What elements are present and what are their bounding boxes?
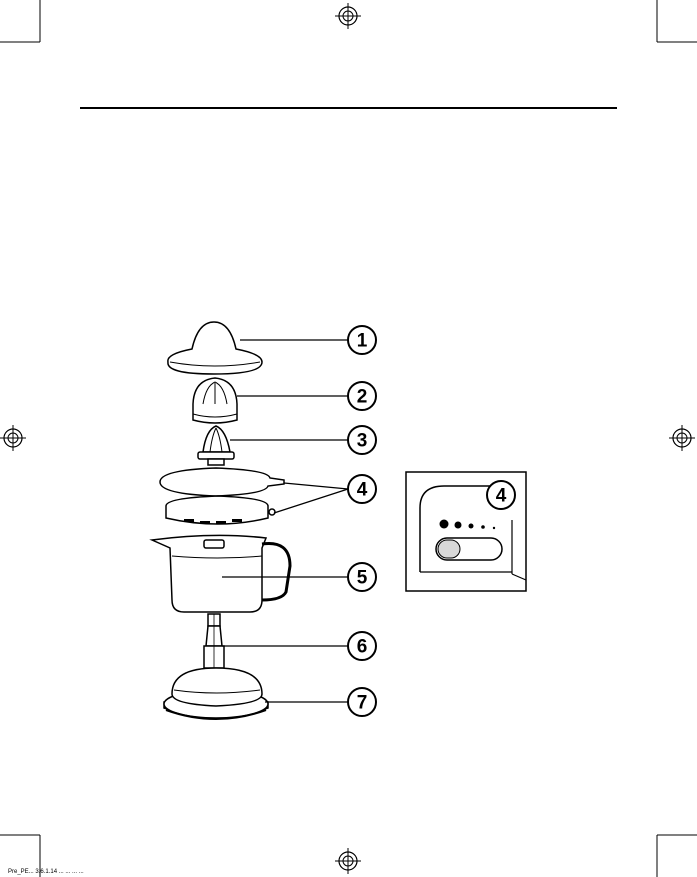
registration-mark-icon xyxy=(669,425,695,451)
part-small-cone xyxy=(198,426,234,465)
callout-4: 4 xyxy=(348,475,376,503)
callout-number: 7 xyxy=(357,693,368,714)
part-large-cone xyxy=(193,378,237,423)
part-juice-jug xyxy=(152,535,290,612)
inset-callout-number: 4 xyxy=(496,486,507,507)
part-drive-shaft xyxy=(204,614,224,668)
registration-mark-icon xyxy=(335,3,361,29)
callout-number: 5 xyxy=(357,568,368,589)
registration-mark-icon xyxy=(0,425,26,451)
callout-number: 6 xyxy=(357,637,368,658)
callout-number: 2 xyxy=(357,387,368,408)
registration-mark-icon xyxy=(335,848,361,874)
part-motor-base xyxy=(164,668,268,719)
toggle-knob xyxy=(438,540,460,558)
callout-5: 5 xyxy=(348,563,376,591)
callout-3: 3 xyxy=(348,426,376,454)
callout-number: 1 xyxy=(357,331,368,352)
inset-spout-closeup: 4 xyxy=(406,472,526,591)
callout-1: 1 xyxy=(348,326,376,354)
callout-2: 2 xyxy=(348,382,376,410)
callout-number: 4 xyxy=(357,480,368,501)
callout-7: 7 xyxy=(348,688,376,716)
callout-number: 3 xyxy=(357,431,368,452)
part-filter-lower xyxy=(166,496,275,524)
part-lid xyxy=(168,322,262,374)
part-filter-upper xyxy=(160,468,284,496)
print-slug-text: Pre_PE... 3.6.1.14 ... ... ... ... xyxy=(8,869,84,875)
callout-6: 6 xyxy=(348,632,376,660)
